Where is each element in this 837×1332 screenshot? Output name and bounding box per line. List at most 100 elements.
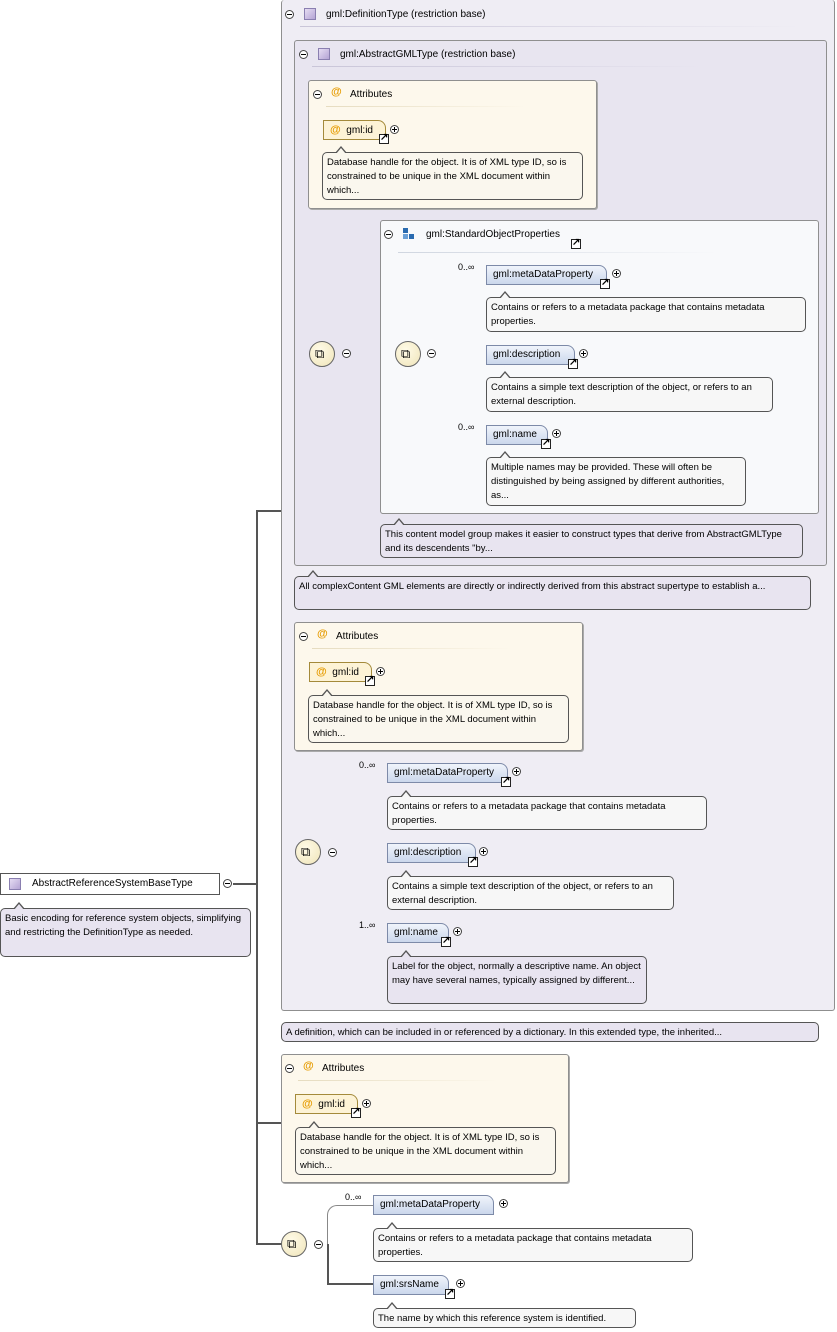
- collapse-sequence-button[interactable]: [342, 349, 351, 358]
- definition-type-title: gml:DefinitionType (restriction base): [326, 9, 486, 20]
- name-element[interactable]: gml:name: [486, 425, 548, 445]
- name-note: Multiple names may be provided. These wi…: [486, 451, 746, 506]
- metadata-property-element[interactable]: gml:metaDataProperty: [486, 265, 607, 285]
- standard-object-properties-note: This content model group makes it easier…: [380, 518, 803, 558]
- cardinality-label: 0..∞: [458, 422, 475, 432]
- gml-id-name: gml:id: [318, 1099, 345, 1110]
- external-link-icon[interactable]: [541, 437, 551, 449]
- metadata-property-element[interactable]: gml:metaDataProperty: [373, 1195, 494, 1215]
- connector-line: [327, 1244, 329, 1284]
- gml-id-note: Database handle for the object. It is of…: [308, 689, 569, 743]
- sequence-compositor-icon[interactable]: ⧉: [309, 341, 335, 367]
- name-note: Label for the object, normally a descrip…: [387, 950, 647, 1004]
- divider: [300, 26, 800, 27]
- model-group-icon: [403, 228, 415, 240]
- external-link-icon[interactable]: [501, 775, 511, 787]
- expand-description-button[interactable]: [579, 349, 588, 358]
- connector-line: [233, 883, 257, 885]
- external-link-icon[interactable]: [365, 674, 375, 686]
- divider: [398, 252, 718, 253]
- external-link-icon[interactable]: [571, 237, 581, 249]
- description-note: Contains a simple text description of th…: [387, 870, 674, 910]
- sequence-compositor-icon[interactable]: ⧉: [295, 839, 321, 865]
- divider: [312, 66, 702, 67]
- connector-line: [256, 510, 282, 512]
- expand-name-button[interactable]: [453, 927, 462, 936]
- connector-line: [327, 1283, 373, 1285]
- attribute-at-icon: @: [317, 628, 328, 640]
- description-element[interactable]: gml:description: [387, 843, 476, 863]
- connector-line: [256, 1122, 282, 1124]
- standard-object-properties-title: gml:StandardObjectProperties: [426, 229, 560, 240]
- expand-metadata-button[interactable]: [612, 269, 621, 278]
- root-type-box[interactable]: AbstractReferenceSystemBaseType: [0, 873, 220, 895]
- name-element[interactable]: gml:name: [387, 923, 449, 943]
- cardinality-label: 0..∞: [345, 1192, 362, 1202]
- external-link-icon[interactable]: [468, 855, 478, 867]
- complex-type-icon: [9, 878, 21, 890]
- branch-bracket: [327, 1205, 373, 1285]
- external-link-icon[interactable]: [600, 277, 610, 289]
- attribute-at-icon: @: [316, 666, 327, 678]
- divider: [326, 106, 526, 107]
- attributes-label: Attributes: [350, 89, 393, 100]
- collapse-attributes-button[interactable]: [313, 90, 322, 99]
- abstract-gml-type-note: All complexContent GML elements are dire…: [294, 570, 811, 610]
- attribute-at-icon: @: [330, 124, 341, 136]
- attributes-label: Attributes: [322, 1063, 365, 1074]
- attributes-label: Attributes: [336, 631, 379, 642]
- expand-gml-id-button[interactable]: [376, 667, 385, 676]
- gml-id-name: gml:id: [346, 125, 373, 136]
- abstract-gml-type-title: gml:AbstractGMLType (restriction base): [340, 49, 516, 60]
- definition-type-note: A definition, which can be included in o…: [281, 1022, 819, 1042]
- collapse-attributes-button[interactable]: [299, 632, 308, 641]
- sequence-compositor-icon[interactable]: ⧉: [395, 341, 421, 367]
- divider: [298, 1080, 498, 1081]
- collapse-attributes-button[interactable]: [285, 1064, 294, 1073]
- collapse-definition-button[interactable]: [285, 10, 294, 19]
- attribute-at-icon: @: [331, 86, 342, 98]
- srs-name-element[interactable]: gml:srsName: [373, 1275, 449, 1295]
- description-note: Contains a simple text description of th…: [486, 371, 773, 412]
- attribute-at-icon: @: [303, 1060, 314, 1072]
- collapse-sequence-button[interactable]: [314, 1240, 323, 1249]
- external-link-icon[interactable]: [445, 1287, 455, 1299]
- metadata-note: Contains or refers to a metadata package…: [387, 790, 707, 830]
- external-link-icon[interactable]: [379, 132, 389, 144]
- expand-metadata-button[interactable]: [512, 767, 521, 776]
- collapse-abstract-gml-button[interactable]: [299, 50, 308, 59]
- expand-name-button[interactable]: [552, 429, 561, 438]
- root-note: Basic encoding for reference system obje…: [0, 902, 251, 957]
- connector-line: [256, 1243, 282, 1245]
- collapse-sequence-button[interactable]: [328, 848, 337, 857]
- gml-id-note: Database handle for the object. It is of…: [295, 1121, 556, 1175]
- description-element[interactable]: gml:description: [486, 345, 575, 365]
- collapse-standard-object-properties-button[interactable]: [384, 230, 393, 239]
- external-link-icon[interactable]: [441, 935, 451, 947]
- expand-srs-name-button[interactable]: [456, 1279, 465, 1288]
- cardinality-label: 0..∞: [359, 760, 376, 770]
- collapse-sequence-button[interactable]: [427, 349, 436, 358]
- srs-name-note: The name by which this reference system …: [373, 1302, 636, 1328]
- external-link-icon[interactable]: [568, 357, 578, 369]
- expand-gml-id-button[interactable]: [362, 1099, 371, 1108]
- gml-id-note: Database handle for the object. It is of…: [322, 146, 583, 200]
- complex-type-icon: [318, 48, 330, 60]
- expand-metadata-button[interactable]: [499, 1199, 508, 1208]
- gml-id-attribute[interactable]: @ gml:id: [323, 120, 386, 140]
- metadata-property-element[interactable]: gml:metaDataProperty: [387, 763, 508, 783]
- expand-gml-id-button[interactable]: [390, 125, 399, 134]
- root-type-name: AbstractReferenceSystemBaseType: [32, 878, 193, 889]
- connector-trunk: [256, 510, 258, 1245]
- collapse-root-button[interactable]: [223, 879, 232, 888]
- gml-id-attribute[interactable]: @ gml:id: [309, 662, 372, 682]
- gml-id-attribute[interactable]: @ gml:id: [295, 1094, 358, 1114]
- divider: [312, 648, 512, 649]
- sequence-compositor-icon[interactable]: ⧉: [281, 1231, 307, 1257]
- expand-description-button[interactable]: [479, 847, 488, 856]
- external-link-icon[interactable]: [351, 1106, 361, 1118]
- complex-type-icon: [304, 8, 316, 20]
- attribute-at-icon: @: [302, 1098, 313, 1110]
- metadata-note: Contains or refers to a metadata package…: [486, 291, 806, 332]
- cardinality-label: 1..∞: [359, 920, 376, 930]
